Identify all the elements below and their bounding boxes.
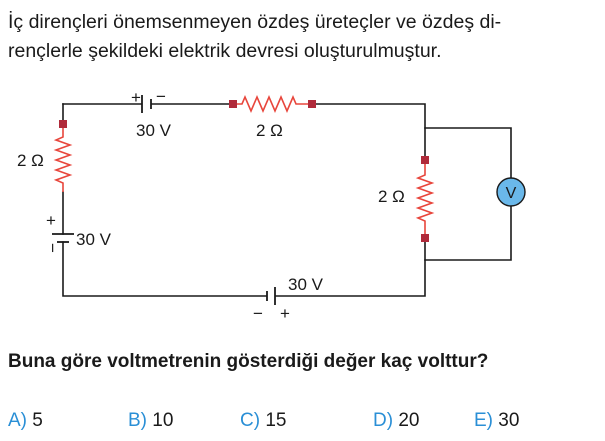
choice-a-value: 5 xyxy=(32,410,43,431)
voltmeter-symbol: V xyxy=(506,185,517,202)
choice-b-value: 10 xyxy=(152,410,174,431)
voltmeter: V xyxy=(496,177,526,207)
problem-statement-line-2: rençlerle şekildeki elektrik devresi olu… xyxy=(8,40,442,62)
battery-bottom xyxy=(266,287,276,305)
battery-bottom-voltage: 30 V xyxy=(288,275,324,294)
choice-d-value: 20 xyxy=(398,410,420,431)
battery-left-voltage: 30 V xyxy=(76,230,112,249)
battery-top-minus: − xyxy=(156,87,166,106)
node-left-resistor-top xyxy=(59,120,67,128)
resistor-left xyxy=(53,124,73,192)
resistor-right-label: 2 Ω xyxy=(378,187,405,206)
choice-e-value: 30 xyxy=(498,410,520,431)
wire-voltmeter-top xyxy=(424,127,512,179)
wire-left-lower xyxy=(62,241,267,297)
resistor-left-label: 2 Ω xyxy=(17,151,44,170)
battery-left xyxy=(52,233,74,243)
choice-b[interactable]: B) 10 xyxy=(128,410,173,432)
battery-top xyxy=(141,95,152,113)
battery-top-plus: + xyxy=(131,88,141,107)
node-top-resistor-left xyxy=(229,100,237,108)
voltmeter-body xyxy=(496,177,526,207)
battery-bottom-plus: + xyxy=(280,304,290,323)
wire-voltmeter-bottom xyxy=(424,205,512,261)
choice-a[interactable]: A) 5 xyxy=(8,410,43,432)
battery-top-voltage: 30 V xyxy=(136,121,172,140)
choice-a-letter: A) xyxy=(8,410,27,431)
battery-bottom-minus: − xyxy=(253,304,263,323)
wire-top-right xyxy=(311,103,426,161)
battery-left-plus: + xyxy=(46,211,56,230)
choice-b-letter: B) xyxy=(128,410,147,431)
choice-d-letter: D) xyxy=(373,410,394,431)
node-top-resistor-right xyxy=(308,100,316,108)
choice-e-letter: E) xyxy=(474,410,493,431)
choice-c-value: 15 xyxy=(265,410,287,431)
resistor-top-label: 2 Ω xyxy=(256,121,283,140)
question-text: Buna göre voltmetrenin gösterdiği değer … xyxy=(8,351,489,372)
battery-left-minus: − xyxy=(43,243,62,253)
choice-d[interactable]: D) 20 xyxy=(373,410,419,432)
problem-statement-line-1: İç dirençleri önemsenmeyen özdeş üreteçl… xyxy=(8,11,502,33)
node-right-resistor-bottom xyxy=(421,234,429,242)
answer-choices: A) 5 B) 10 C) 15 D) 20 E) 30 xyxy=(8,410,598,436)
choice-e[interactable]: E) 30 xyxy=(474,410,519,432)
node-right-resistor-top xyxy=(421,156,429,164)
choice-c[interactable]: C) 15 xyxy=(240,410,286,432)
problem-statement: İç dirençleri önemsenmeyen özdeş üreteçl… xyxy=(8,8,600,66)
circuit-wires xyxy=(62,103,512,297)
resistor-right xyxy=(415,160,435,238)
choice-c-letter: C) xyxy=(240,410,261,431)
resistor-top xyxy=(233,94,312,114)
wire-bottom-right xyxy=(275,237,426,297)
